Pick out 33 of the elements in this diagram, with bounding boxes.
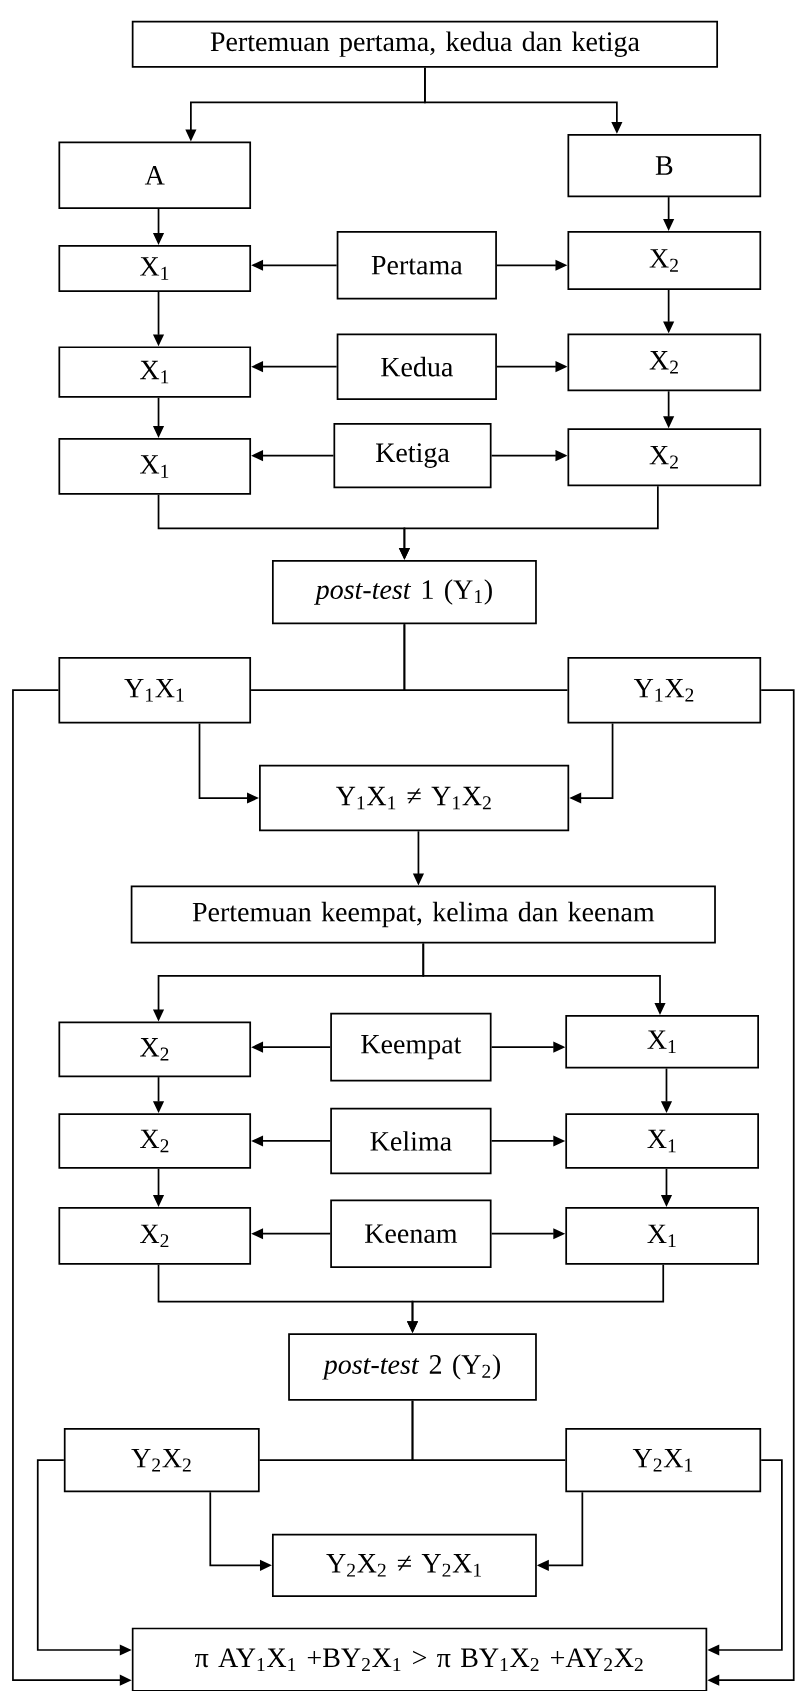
process-box: Pertemuan pertama, kedua dan ketiga: [131, 20, 718, 68]
process-box: Keenam: [330, 1199, 492, 1269]
process-box: Y$_{2}$X$_{1}$: [565, 1428, 762, 1493]
process-box: Y$_{2}$X$_{2}$: [63, 1428, 260, 1493]
process-box: X$_{1}$: [58, 346, 252, 398]
process-box: X$_{1}$: [58, 245, 252, 293]
process-box: Kelima: [330, 1107, 492, 1175]
process-box: Y$_{1}$X$_{1}$: [58, 656, 252, 724]
connector-line: [411, 1399, 567, 1462]
process-box: post-test 2 (Y$_{2}$): [288, 1333, 537, 1401]
process-box: X$_{2}$: [567, 231, 762, 290]
process-box: X$_{2}$: [567, 333, 762, 392]
process-box: Ketiga: [333, 422, 492, 489]
process-box: A: [58, 141, 252, 209]
process-box: Y$_{1}$X$_{2}$: [567, 656, 762, 724]
connector-line: [403, 623, 569, 692]
process-box: post-test 1 (Y$_{1}$): [271, 559, 537, 625]
process-box: X$_{1}$: [58, 438, 252, 495]
process-box: X$_{2}$: [567, 428, 762, 487]
process-box: X$_{2}$: [58, 1206, 252, 1265]
process-box: Keempat: [330, 1012, 492, 1082]
process-box: X$_{2}$: [58, 1021, 252, 1078]
process-box: Kedua: [336, 333, 497, 400]
process-box: X$_{1}$: [565, 1015, 759, 1069]
process-box: B: [567, 133, 762, 198]
process-box: X$_{1}$: [565, 1206, 759, 1265]
process-box: Y$_{2}$X$_{2}$ ≠ Y$_{2}$X$_{1}$: [271, 1533, 537, 1597]
process-box: Pertemuan keempat, kelima dan keenam: [130, 885, 716, 944]
process-box: X$_{2}$: [58, 1113, 252, 1169]
process-box: X$_{1}$: [565, 1113, 759, 1169]
process-box: Pertama: [336, 231, 497, 300]
process-box: Y$_{1}$X$_{1}$ ≠ Y$_{1}$X$_{2}$: [259, 764, 570, 832]
process-box: π AY$_{1}$X$_{1}$ +BY$_{2}$X$_{1}$ > π BY$_{1}$X$_{2}$ +AY$_{2}$X$_{2}$: [131, 1627, 708, 1691]
